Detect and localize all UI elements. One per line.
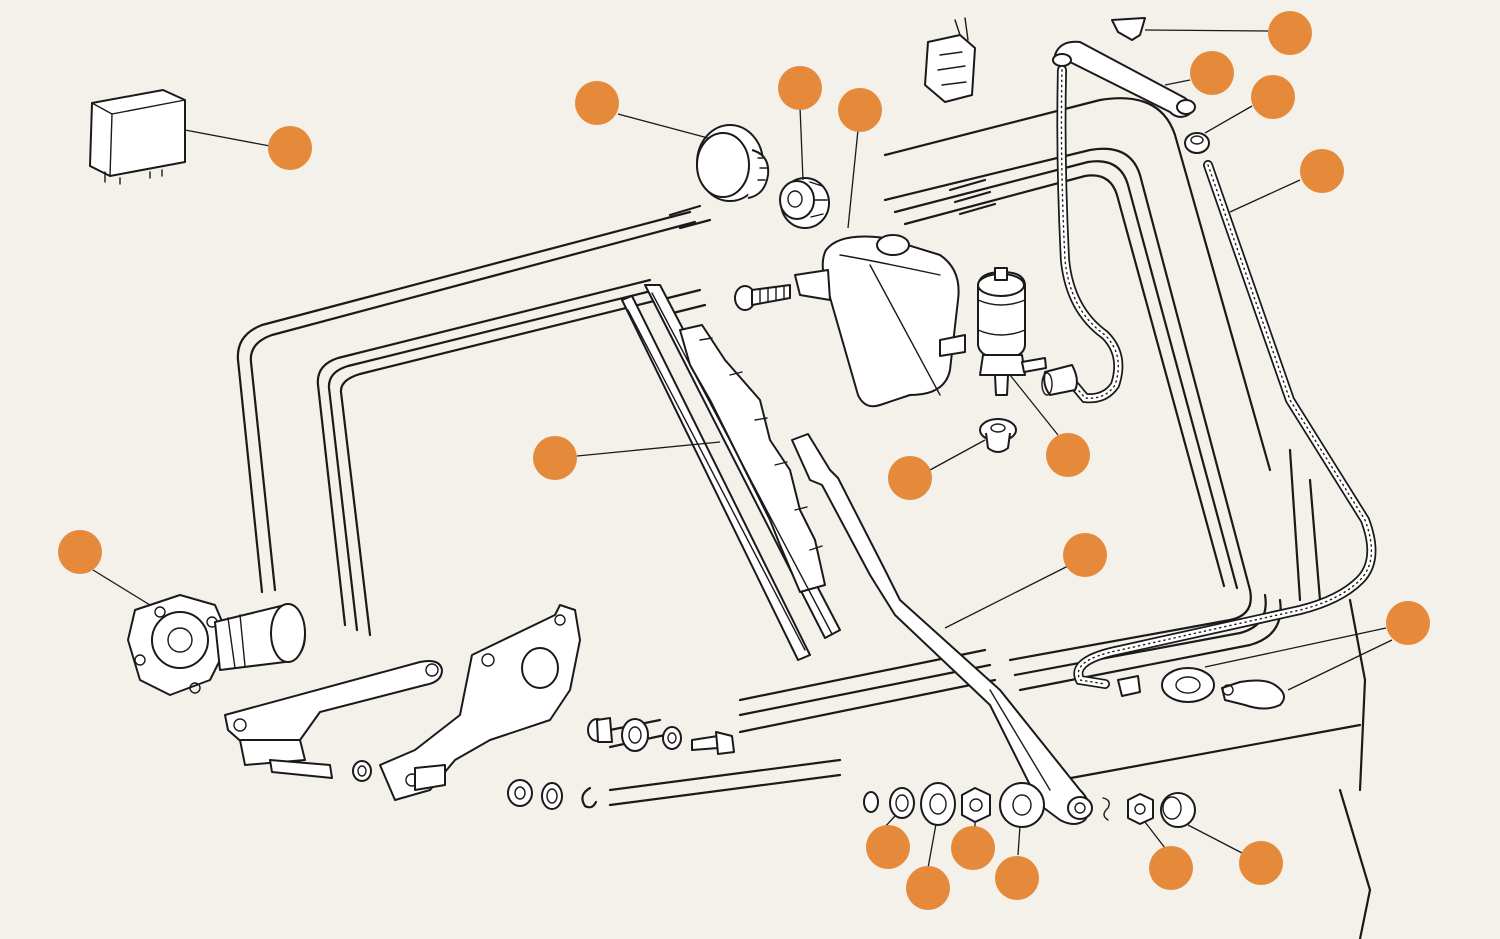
callout-spindle-nut[interactable] (951, 826, 995, 870)
washer-reservoir-part (794, 234, 966, 408)
callout-reservoir-cap[interactable] (575, 81, 619, 125)
callout-arm-nut[interactable] (1149, 846, 1193, 890)
washer-pump-part (977, 267, 1047, 396)
callout-markers (58, 11, 1430, 910)
reservoir-screw (734, 284, 791, 311)
callout-pump-grommet[interactable] (888, 456, 932, 500)
washer-jet-part (1117, 667, 1285, 710)
callout-hose-clip[interactable] (1268, 11, 1312, 55)
callout-washer-pump[interactable] (1046, 433, 1090, 477)
callout-wiper-arm[interactable] (1063, 533, 1107, 577)
callout-washer-reservoir[interactable] (838, 88, 882, 132)
callout-jet-elbow[interactable] (1190, 51, 1234, 95)
hardware-middle (507, 717, 735, 810)
callout-bushing[interactable] (906, 866, 950, 910)
callout-grommet-top[interactable] (1251, 75, 1295, 119)
hardware-spindle (863, 782, 1196, 828)
wiper-motor-part (127, 594, 306, 696)
callout-rubber-seal[interactable] (995, 856, 1039, 900)
callout-wiper-blade[interactable] (533, 436, 577, 480)
wiper-blade-part (621, 284, 841, 661)
reservoir-cap-part (696, 124, 770, 202)
callout-spindle-cap[interactable] (1239, 841, 1283, 885)
callout-wiper-motor[interactable] (58, 530, 102, 574)
callout-cap-nut[interactable] (778, 66, 822, 110)
callout-washer-hose-right[interactable] (1300, 149, 1344, 193)
cap-nut-part (779, 177, 830, 229)
wiper-linkage (224, 660, 443, 782)
callout-relay[interactable] (268, 126, 312, 170)
grommet-top-part (1184, 132, 1210, 154)
mounting-bracket (379, 604, 581, 801)
callout-washer-jet[interactable] (1386, 601, 1430, 645)
relay-part (89, 89, 186, 185)
rear-window-frame (236, 97, 1372, 939)
callout-spacer-washer[interactable] (866, 825, 910, 869)
jet-elbow-part (1052, 17, 1196, 118)
washer-hoses (1056, 65, 1377, 689)
hose-clip-part (924, 17, 976, 103)
pump-grommet-part (979, 418, 1017, 453)
pump-connector (1041, 364, 1078, 396)
wiper-arm-part (791, 433, 1093, 825)
